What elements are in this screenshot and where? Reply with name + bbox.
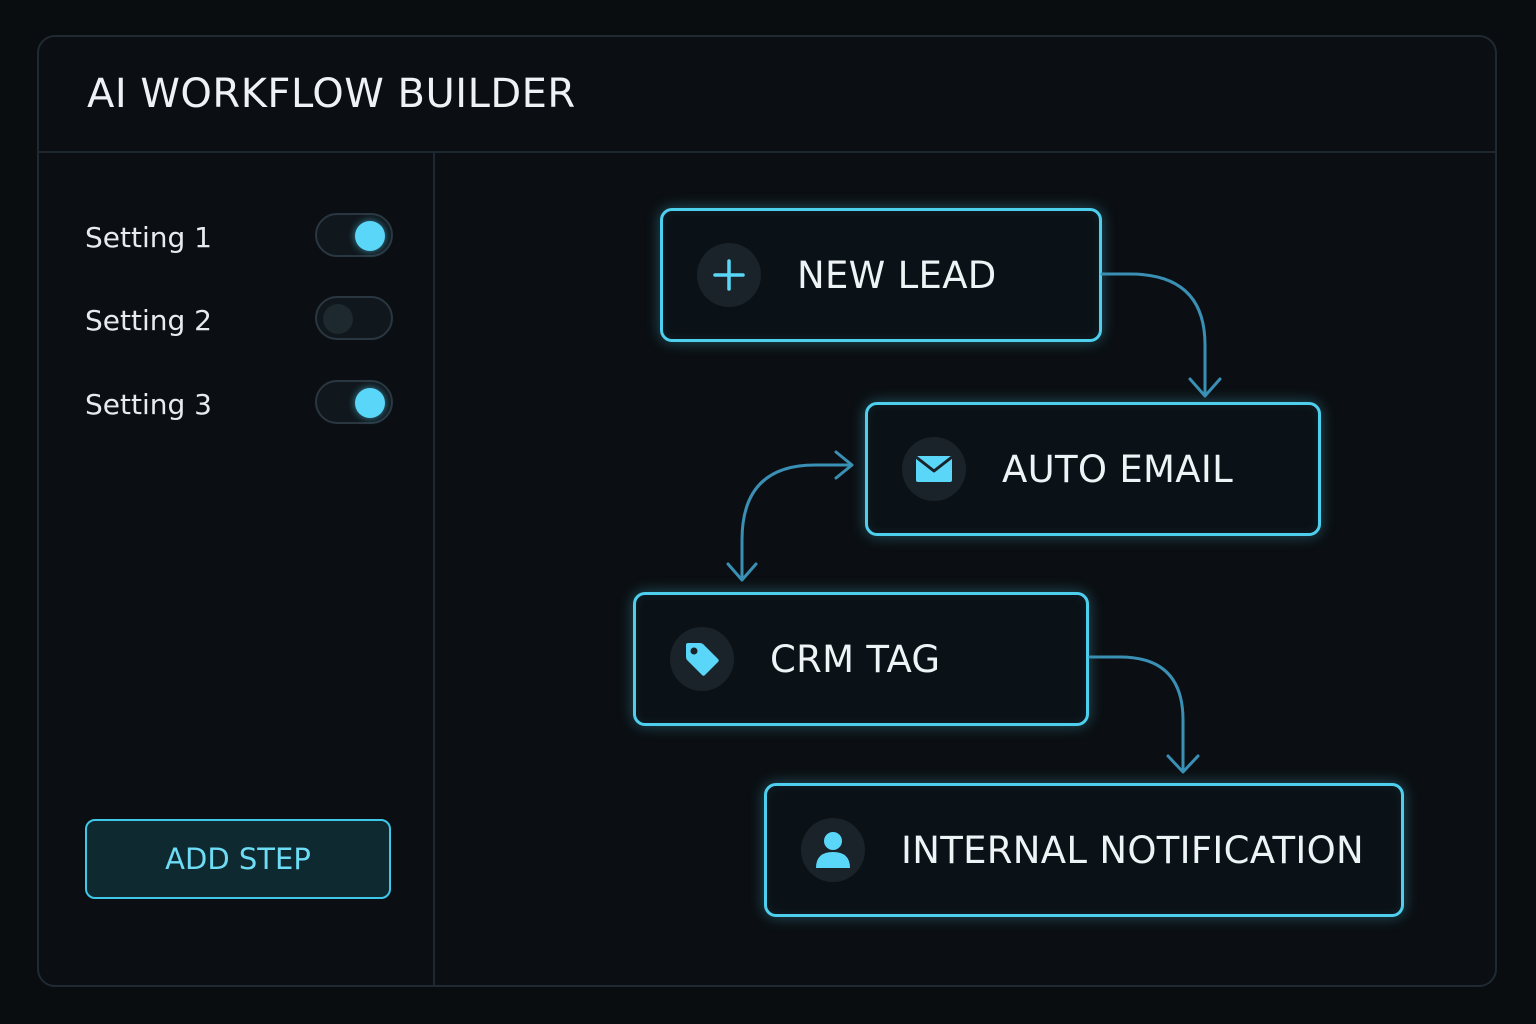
workflow-canvas: NEW LEAD AUTO EMAIL CRM TAG bbox=[435, 153, 1495, 985]
toggle-knob bbox=[355, 221, 385, 251]
node-auto-email[interactable]: AUTO EMAIL bbox=[865, 402, 1321, 536]
page-title: AI WORKFLOW BUILDER bbox=[87, 71, 576, 117]
node-label: CRM TAG bbox=[770, 638, 941, 681]
node-label: INTERNAL NOTIFICATION bbox=[901, 829, 1365, 872]
tag-icon bbox=[670, 627, 734, 691]
settings-sidebar: Setting 1 Setting 2 Setting 3 ADD STEP bbox=[39, 153, 435, 985]
setting-toggle-1[interactable] bbox=[315, 213, 393, 257]
node-internal-notification[interactable]: INTERNAL NOTIFICATION bbox=[764, 783, 1404, 917]
toggle-knob bbox=[323, 304, 353, 334]
plus-icon bbox=[697, 243, 761, 307]
setting-toggle-2[interactable] bbox=[315, 296, 393, 340]
setting-label-1: Setting 1 bbox=[85, 221, 212, 254]
setting-row-2: Setting 2 bbox=[85, 296, 393, 342]
toggle-knob bbox=[355, 388, 385, 418]
setting-label-3: Setting 3 bbox=[85, 388, 212, 421]
node-label: AUTO EMAIL bbox=[1002, 448, 1234, 491]
add-step-button[interactable]: ADD STEP bbox=[85, 819, 391, 899]
envelope-icon bbox=[902, 437, 966, 501]
node-label: NEW LEAD bbox=[797, 254, 997, 297]
setting-label-2: Setting 2 bbox=[85, 304, 212, 337]
app-window: AI WORKFLOW BUILDER Setting 1 Setting 2 … bbox=[37, 35, 1497, 987]
node-crm-tag[interactable]: CRM TAG bbox=[633, 592, 1089, 726]
setting-row-1: Setting 1 bbox=[85, 213, 393, 259]
user-icon bbox=[801, 818, 865, 882]
app-header: AI WORKFLOW BUILDER bbox=[39, 37, 1495, 153]
setting-row-3: Setting 3 bbox=[85, 380, 393, 426]
setting-toggle-3[interactable] bbox=[315, 380, 393, 424]
node-new-lead[interactable]: NEW LEAD bbox=[660, 208, 1102, 342]
